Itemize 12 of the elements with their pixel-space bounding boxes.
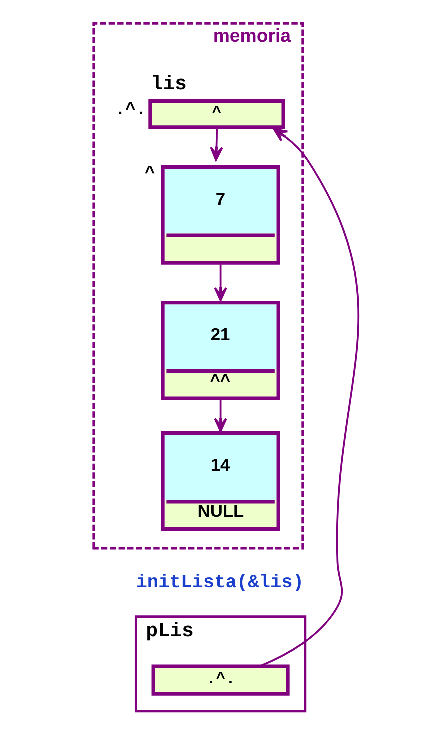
label: initLista(&lis) <box>136 572 304 594</box>
arrow <box>210 129 223 162</box>
node-box: 7 <box>160 165 280 265</box>
arrow <box>214 398 227 432</box>
node-label: ^ <box>144 165 155 184</box>
node-label: lis <box>150 72 186 96</box>
node-box: .^. <box>151 664 290 696</box>
node-box: 21 ^^ <box>160 300 280 400</box>
arrow <box>259 128 359 668</box>
arrow <box>214 262 227 302</box>
node-box: 14 NULL <box>160 432 280 532</box>
node-label: .^. <box>114 102 146 121</box>
